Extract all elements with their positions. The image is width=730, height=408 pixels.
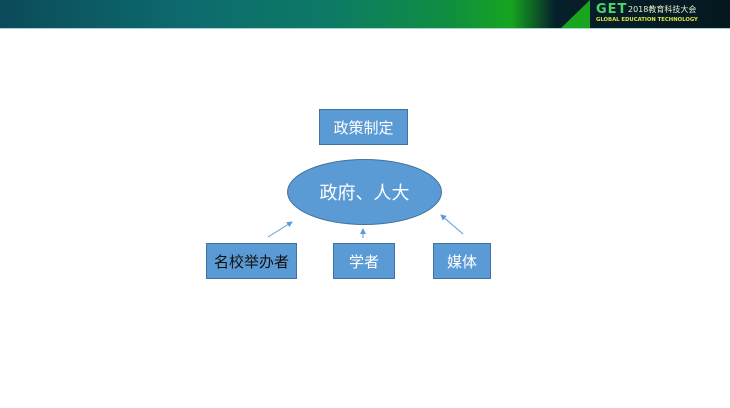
- scholars-label: 学者: [348, 252, 379, 271]
- logo-subtitle: GLOBAL EDUCATION TECHNOLOGY: [596, 17, 698, 23]
- logo-title: 2018教育科技大会: [628, 5, 697, 14]
- government-label: 政府、人大: [319, 183, 410, 204]
- arrow-media-to-government: [440, 214, 464, 235]
- policy-making-box: 政策制定: [319, 109, 408, 145]
- government-ellipse: 政府、人大: [287, 159, 442, 225]
- banner-bottom-strip: [0, 28, 730, 29]
- arrow-founders-to-government: [267, 221, 293, 238]
- scholars-box: 学者: [333, 243, 395, 279]
- elite-school-founders-label: 名校举办者: [213, 252, 289, 271]
- policy-making-label: 政策制定: [333, 118, 394, 137]
- media-box: 媒体: [433, 243, 491, 279]
- elite-school-founders-box: 名校举办者: [206, 243, 297, 279]
- banner-ray: [560, 0, 590, 29]
- header-banner: GET 2018教育科技大会 GLOBAL EDUCATION TECHNOLO…: [0, 0, 730, 29]
- get-logo: GET 2018教育科技大会 GLOBAL EDUCATION TECHNOLO…: [596, 3, 716, 25]
- media-label: 媒体: [446, 252, 477, 271]
- logo-mark: GET: [596, 2, 628, 17]
